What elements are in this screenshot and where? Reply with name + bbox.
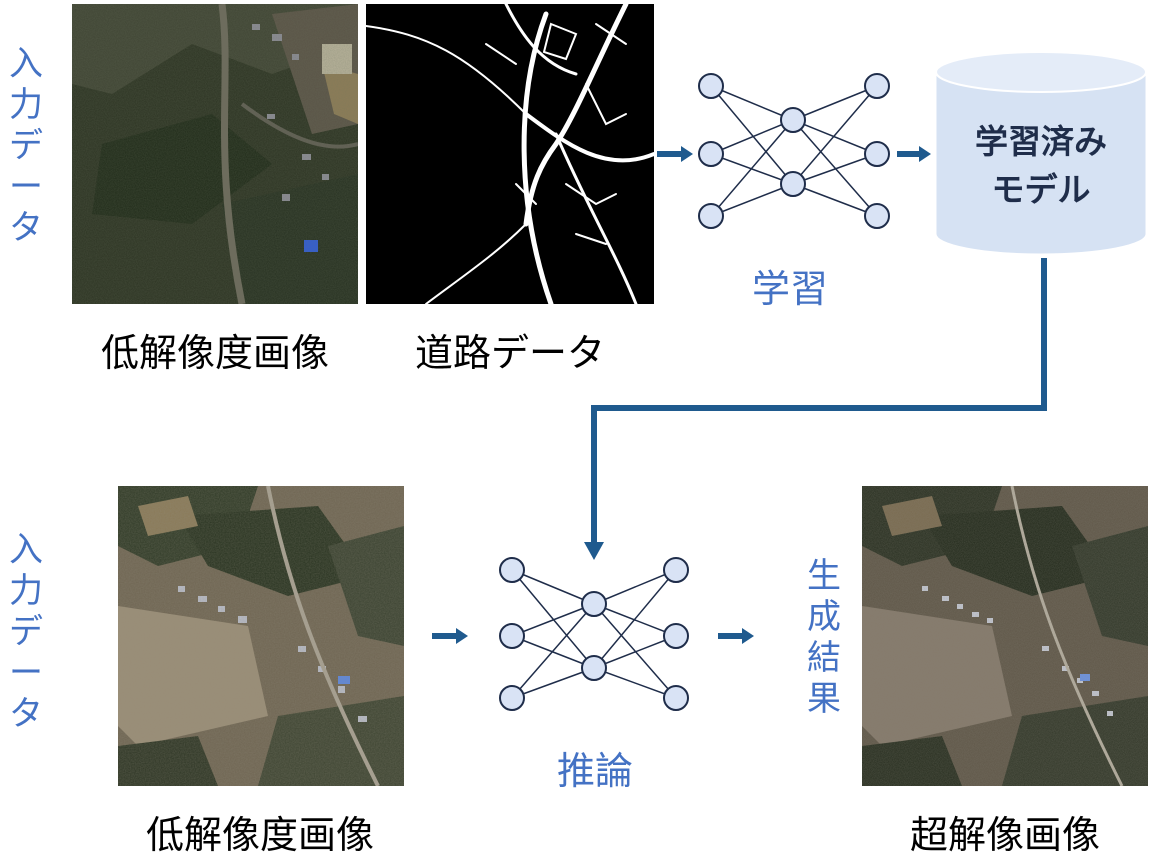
inference-caption: 推論: [556, 749, 633, 793]
bottom-network-diagram: [499, 557, 689, 711]
generated-result-label: 生 成 結 果: [807, 556, 841, 719]
trained-model-label: 学習済み モデル: [975, 122, 1107, 209]
top-network-diagram: [657, 73, 915, 229]
super-res-caption: 超解像画像: [909, 813, 1100, 857]
bottom-low-res-image: [118, 486, 404, 786]
bottom-input-arrow: [432, 628, 468, 644]
super-res-image: [862, 486, 1148, 786]
top-low-res-image: [72, 4, 358, 304]
input-arrow: [657, 146, 693, 162]
learning-caption: 学習: [751, 267, 828, 311]
model-to-inference-connector: [584, 258, 1047, 560]
bottom-output-arrow: [718, 628, 754, 644]
road-data-image: [366, 4, 654, 304]
bottom-low-res-caption: 低解像度画像: [145, 813, 374, 857]
bottom-input-data-label: 入力データ: [9, 530, 43, 734]
trained-model-db-icon: [935, 51, 1147, 255]
to-model-arrow: [897, 146, 931, 162]
top-input-data-label: 入力データ: [9, 44, 43, 248]
top-low-res-caption: 低解像度画像: [100, 331, 329, 375]
road-data-caption: 道路データ: [414, 331, 605, 375]
